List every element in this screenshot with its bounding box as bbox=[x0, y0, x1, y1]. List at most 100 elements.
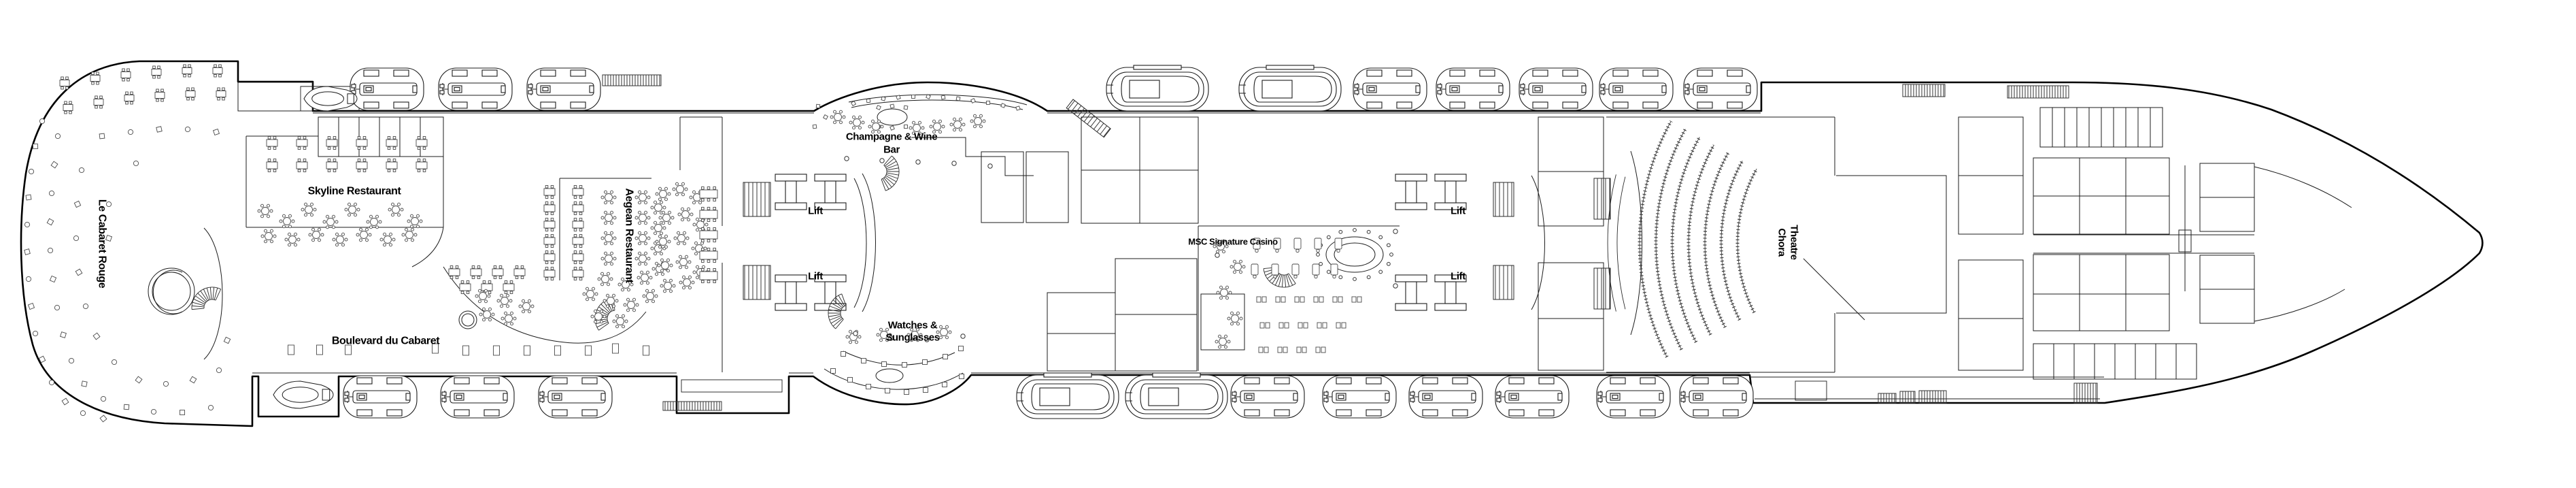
table bbox=[572, 204, 584, 212]
chair-icon bbox=[498, 265, 503, 269]
chair-icon bbox=[692, 201, 696, 205]
table bbox=[501, 297, 509, 305]
round-table-icon bbox=[284, 232, 301, 247]
vent-louvre-icon bbox=[1899, 391, 1916, 404]
rect-table-icon bbox=[212, 64, 223, 78]
armchair-icon bbox=[24, 248, 31, 255]
lifeboat-icon bbox=[1353, 67, 1427, 111]
chair-icon bbox=[392, 169, 396, 172]
fan-step bbox=[600, 304, 610, 313]
round-table-icon bbox=[279, 214, 295, 229]
corridor-pillar-icon bbox=[288, 344, 294, 355]
chair-icon bbox=[1239, 270, 1242, 274]
chair-icon bbox=[270, 240, 273, 244]
round-table-icon bbox=[634, 251, 651, 266]
chair-icon bbox=[267, 146, 271, 150]
chair-icon bbox=[637, 276, 641, 280]
chair-icon bbox=[941, 125, 945, 129]
label-lift-fwd-starboard: Lift bbox=[1451, 271, 1465, 282]
chair-icon bbox=[634, 216, 639, 220]
chair-icon bbox=[188, 64, 191, 68]
rect-table-icon bbox=[182, 64, 192, 78]
casino-stool-icon bbox=[1326, 270, 1331, 274]
cocktail-table-icon bbox=[127, 129, 134, 135]
chair-icon bbox=[375, 214, 379, 218]
chair-icon bbox=[666, 258, 670, 262]
chair-icon bbox=[662, 226, 666, 230]
chair-icon bbox=[260, 204, 264, 208]
round-table-icon bbox=[658, 210, 675, 225]
walls-layer bbox=[148, 82, 2352, 390]
chair-icon bbox=[657, 263, 661, 267]
chair-icon bbox=[545, 201, 549, 205]
chair-icon bbox=[273, 169, 277, 172]
grand-staircase-icon bbox=[191, 287, 222, 310]
chair-icon bbox=[422, 136, 426, 140]
chair-icon bbox=[573, 277, 577, 280]
chair-icon bbox=[509, 299, 513, 303]
chair-icon bbox=[592, 287, 595, 291]
chair-icon bbox=[493, 276, 497, 279]
round-table-icon bbox=[612, 314, 628, 329]
table bbox=[296, 139, 308, 147]
chair-icon bbox=[327, 169, 331, 172]
round-table-icon bbox=[672, 182, 688, 197]
chair-icon bbox=[478, 299, 481, 304]
chair-icon bbox=[707, 218, 711, 222]
table bbox=[664, 282, 672, 290]
chair-icon bbox=[669, 263, 673, 267]
chair-icon bbox=[666, 269, 670, 273]
chair-icon bbox=[411, 238, 414, 242]
slot bbox=[1319, 296, 1324, 303]
round-table-icon bbox=[600, 231, 617, 246]
slot-machine-icon bbox=[1294, 296, 1305, 303]
chair-icon bbox=[849, 340, 852, 344]
chair-icon bbox=[550, 201, 554, 205]
gaming-table-icon bbox=[1271, 263, 1279, 279]
lounge-chair-icon bbox=[207, 404, 214, 411]
fan-step bbox=[841, 293, 847, 306]
round-table-icon bbox=[642, 289, 658, 304]
chair-icon bbox=[518, 304, 522, 308]
chair-icon bbox=[604, 231, 607, 235]
chair-icon bbox=[365, 227, 369, 231]
chair-icon bbox=[573, 218, 577, 221]
chair-icon bbox=[332, 238, 336, 242]
chair-icon bbox=[638, 251, 641, 255]
slot bbox=[1302, 346, 1307, 353]
chair-icon bbox=[354, 213, 357, 217]
chair-icon bbox=[839, 110, 843, 114]
chair-icon bbox=[645, 289, 649, 293]
chair-icon bbox=[65, 86, 69, 90]
table bbox=[607, 297, 615, 305]
bar-stool-icon bbox=[955, 96, 961, 101]
round-table-icon bbox=[597, 272, 613, 287]
fan-step bbox=[1272, 273, 1280, 284]
chair-icon bbox=[634, 195, 639, 199]
armchair-icon bbox=[60, 331, 67, 338]
theatre-walls bbox=[1606, 116, 1947, 373]
chair-icon bbox=[471, 265, 475, 269]
chair-icon bbox=[501, 316, 505, 321]
structural-column-icon bbox=[1393, 229, 1398, 234]
staircase-icon bbox=[743, 265, 771, 300]
table bbox=[261, 207, 269, 215]
chair-icon bbox=[362, 146, 367, 150]
chair-icon bbox=[679, 255, 682, 259]
chair-icon bbox=[416, 214, 420, 218]
round-table-icon bbox=[906, 327, 923, 342]
slot bbox=[1258, 346, 1264, 353]
chair-icon bbox=[953, 117, 956, 121]
bar-stool-icon bbox=[903, 105, 909, 110]
display-case-icon bbox=[885, 388, 890, 393]
round-table-icon bbox=[637, 270, 653, 285]
chair-icon bbox=[600, 272, 604, 276]
chair-icon bbox=[655, 240, 659, 244]
chair-icon bbox=[675, 182, 679, 186]
cabaret-stage-walls bbox=[148, 227, 223, 360]
fan-step bbox=[192, 308, 205, 310]
chair-icon bbox=[308, 233, 312, 237]
label-skyline-restaurant: Skyline Restaurant bbox=[308, 186, 402, 197]
chair-icon bbox=[362, 136, 367, 140]
round-table-icon bbox=[1216, 285, 1232, 300]
